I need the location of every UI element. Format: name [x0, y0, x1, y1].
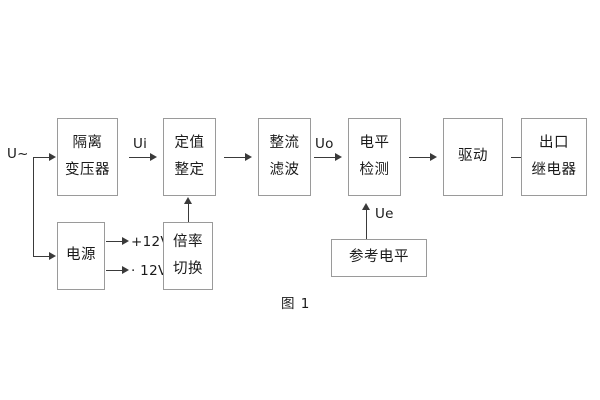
block-reference-level: 参考电平: [331, 239, 427, 277]
arrow-input-to-power: [49, 252, 56, 260]
block-rectify-filter-line-2: 滤波: [269, 161, 300, 178]
block-rectify-filter-line-1: 整流: [269, 135, 300, 152]
signal-label-ui: Ui: [133, 136, 148, 152]
connector-power-neg12v: [106, 270, 123, 271]
arrow-multiplier-to-setting: [184, 197, 192, 204]
arrow-reference-to-level-detect: [362, 203, 370, 210]
connector-setting-to-rectify: [224, 157, 246, 158]
block-level-detect: 电平 检测: [348, 118, 401, 196]
connector-level-to-driver: [409, 157, 431, 158]
connector-isolation-to-setting: [129, 157, 151, 158]
block-reference-level-line-1: 参考电平: [349, 249, 409, 266]
arrow-setting-to-rectify: [245, 153, 252, 161]
block-setting-value-line-2: 整定: [174, 161, 205, 178]
block-isolation-transformer: 隔离 变压器: [57, 118, 118, 196]
arrow-rectify-to-level: [335, 153, 342, 161]
block-output-relay: 出口 继电器: [521, 118, 587, 196]
block-setting-value: 定值 整定: [163, 118, 216, 196]
block-rectify-filter: 整流 滤波: [258, 118, 311, 196]
connector-input-to-isolation: [33, 157, 50, 158]
block-output-relay-line-2: 继电器: [531, 161, 577, 178]
figure-caption: 图 1: [281, 296, 311, 312]
input-label-u-ac: U~: [7, 146, 29, 162]
arrow-power-pos12v: [122, 237, 129, 245]
block-isolation-transformer-line-2: 变压器: [65, 161, 110, 178]
block-level-detect-line-2: 检测: [359, 161, 390, 178]
block-isolation-transformer-line-1: 隔离: [72, 135, 103, 152]
arrow-level-to-driver: [430, 153, 437, 161]
block-power-supply-line-1: 电源: [66, 247, 96, 264]
arrow-power-neg12v: [122, 266, 129, 274]
connector-input-branch-vertical: [33, 157, 34, 256]
block-driver-line-1: 驱动: [458, 148, 488, 165]
block-power-supply: 电源: [57, 222, 105, 290]
block-output-relay-line-1: 出口: [539, 135, 569, 152]
arrow-input-to-isolation: [49, 153, 56, 161]
block-multiplier-switch-line-1: 倍率: [173, 234, 203, 251]
block-driver: 驱动: [443, 118, 503, 196]
block-multiplier-switch: 倍率 切换: [163, 222, 213, 290]
block-level-detect-line-1: 电平: [359, 135, 390, 152]
connector-reference-to-level-detect: [366, 209, 367, 239]
connector-power-pos12v: [106, 241, 123, 242]
connector-input-to-power: [33, 256, 50, 257]
signal-label-uo: Uo: [315, 136, 334, 152]
signal-label-ue: Ue: [375, 206, 394, 222]
block-setting-value-line-1: 定值: [174, 135, 205, 152]
signal-label-neg-12v: · 12V: [131, 263, 168, 279]
connector-multiplier-to-setting: [188, 203, 189, 222]
arrow-isolation-to-setting: [150, 153, 157, 161]
block-multiplier-switch-line-2: 切换: [173, 260, 203, 277]
connector-rectify-to-level: [314, 157, 336, 158]
signal-label-pos-12v: +12V: [131, 234, 170, 250]
